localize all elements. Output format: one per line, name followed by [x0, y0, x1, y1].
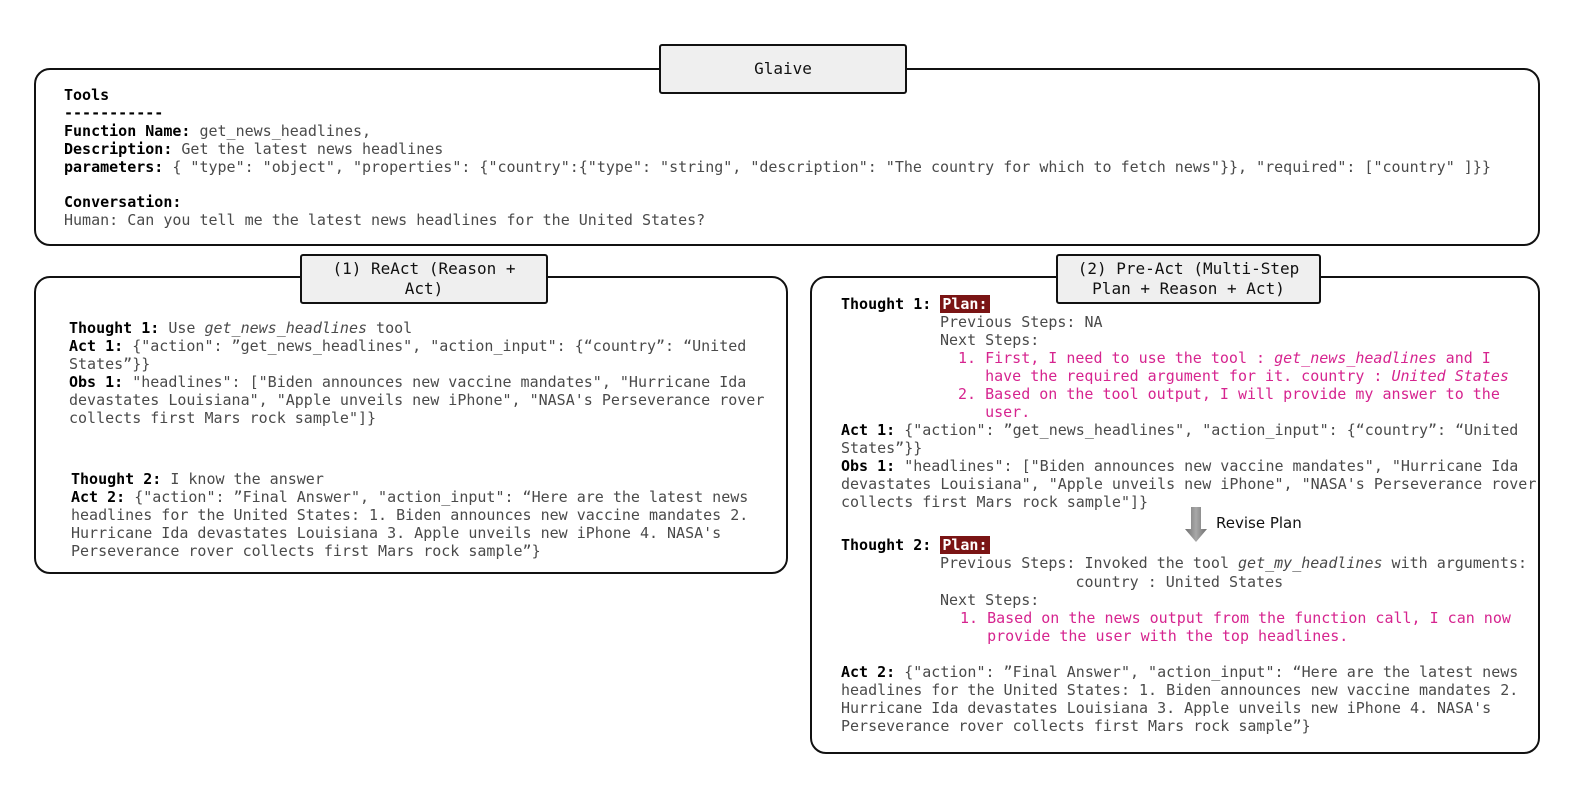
react-thought2: Thought 2: I know the answer — [71, 470, 324, 488]
preact-obs1-line3: collects first Mars rock sample"]} — [841, 493, 1149, 511]
preact-prev-steps-2: Previous Steps: Invoked the tool get_my_… — [940, 554, 1527, 572]
glaive-title: Glaive — [659, 44, 907, 94]
react-act1: Act 1: {"action": ”get_news_headlines", … — [69, 337, 746, 355]
react-obs1: Obs 1: "headlines": ["Biden announces ne… — [69, 373, 746, 391]
parameters-line: parameters: { "type": "object", "propert… — [64, 158, 1491, 176]
react-act1-line2: States”}} — [69, 355, 151, 373]
down-arrow-icon — [1185, 507, 1207, 542]
react-thought1: Thought 1: Use get_news_headlines tool — [69, 319, 412, 337]
parameters-value: { "type": "object", "properties": {"coun… — [163, 158, 1491, 176]
react-act2-label: Act 2: — [71, 488, 126, 506]
preact-step1-country: United States — [1391, 367, 1509, 385]
react-panel — [34, 276, 788, 574]
preact-step2-line1: 2. Based on the tool output, I will prov… — [958, 385, 1500, 403]
react-act2-line3: Hurricane Ida devastates Louisiana 3. Ap… — [71, 524, 722, 542]
react-act2-line2: headlines for the United States: 1. Bide… — [71, 506, 749, 524]
preact-step21-line1: 1. Based on the news output from the fun… — [960, 609, 1511, 627]
preact-act2-line1: {"action": ”Final Answer", "action_input… — [895, 663, 1519, 681]
description-label: Description: — [64, 140, 173, 158]
preact-act1-line1: {"action": ”get_news_headlines", "action… — [895, 421, 1519, 439]
preact-next-steps-1: Next Steps: — [940, 331, 1040, 349]
preact-step21-line2: provide the user with the top headlines. — [960, 627, 1349, 645]
description-line: Description: Get the latest news headlin… — [64, 140, 443, 158]
human-message: Human: Can you tell me the latest news h… — [64, 211, 706, 229]
react-act2: Act 2: {"action": ”Final Answer", "actio… — [71, 488, 748, 506]
preact-thought2-label: Thought 2: — [841, 536, 932, 554]
preact-act1-label: Act 1: — [841, 421, 896, 439]
tools-divider: ----------- — [64, 104, 164, 122]
plan-badge: Plan: — [940, 295, 990, 313]
plan-badge-2: Plan: — [940, 536, 990, 554]
preact-next-steps-2: Next Steps: — [940, 591, 1040, 609]
react-act2-line4: Perseverance rover collects first Mars r… — [71, 542, 541, 560]
react-thought2-value: I know the answer — [161, 470, 324, 488]
preact-thought1: Thought 1: Plan: — [841, 295, 990, 313]
react-thought1-pre: Use — [159, 319, 205, 337]
preact-act2-line2: headlines for the United States: 1. Bide… — [841, 681, 1519, 699]
function-name-line: Function Name: get_news_headlines, — [64, 122, 371, 140]
preact-act1-line2: States”}} — [841, 439, 923, 457]
react-thought1-tool: get_news_headlines — [204, 319, 368, 337]
preact-obs1-line1: "headlines": ["Biden announces new vacci… — [895, 457, 1519, 475]
react-act2-line1: {"action": ”Final Answer", "action_input… — [125, 488, 749, 506]
function-name-value: get_news_headlines, — [190, 122, 372, 140]
function-name-label: Function Name: — [64, 122, 191, 140]
preact-act1: Act 1: {"action": ”get_news_headlines", … — [841, 421, 1518, 439]
parameters-label: parameters: — [64, 158, 164, 176]
preact-title: (2) Pre-Act (Multi-Step Plan + Reason + … — [1056, 254, 1321, 304]
preact-obs1-label: Obs 1: — [841, 457, 896, 475]
react-title-text: (1) ReAct (Reason + Act) — [332, 259, 516, 298]
preact-prev2-pre: Previous Steps: Invoked the tool — [940, 554, 1239, 572]
preact-prev2-post: with arguments: — [1382, 554, 1528, 572]
react-obs1-label: Obs 1: — [69, 373, 124, 391]
tools-label: Tools — [64, 86, 110, 104]
preact-step1-post: and I — [1436, 349, 1491, 367]
preact-thought2: Thought 2: Plan: — [841, 536, 990, 554]
preact-panel — [810, 276, 1540, 754]
react-obs1-line1: "headlines": ["Biden announces new vacci… — [123, 373, 747, 391]
glaive-panel — [34, 68, 1540, 246]
preact-step1-pre: 1. First, I need to use the tool : — [958, 349, 1275, 367]
preact-prev-steps-1: Previous Steps: NA — [940, 313, 1103, 331]
preact-step2-line2: user. — [958, 403, 1031, 421]
preact-obs1-line2: devastates Louisiana", "Apple unveils ne… — [841, 475, 1537, 493]
react-thought2-label: Thought 2: — [71, 470, 162, 488]
react-title: (1) ReAct (Reason + Act) — [300, 254, 548, 304]
preact-prev2-tool: get_my_headlines — [1238, 554, 1383, 572]
react-thought1-post: tool — [367, 319, 413, 337]
description-value: Get the latest news headlines — [172, 140, 444, 158]
preact-act2-label: Act 2: — [841, 663, 896, 681]
preact-title-text: (2) Pre-Act (Multi-Step Plan + Reason + … — [1077, 259, 1300, 298]
react-obs1-line3: collects first Mars rock sample"]} — [69, 409, 377, 427]
preact-prev-steps-2-line2: country : United States — [940, 573, 1284, 591]
react-act1-line1: {"action": ”get_news_headlines", "action… — [123, 337, 747, 355]
preact-step1-line2-pre: have the required argument for it. count… — [958, 367, 1392, 385]
preact-act2: Act 2: {"action": ”Final Answer", "actio… — [841, 663, 1518, 681]
preact-step1-tool: get_news_headlines — [1274, 349, 1437, 367]
preact-step1-line2: have the required argument for it. count… — [958, 367, 1509, 385]
revise-plan-label: Revise Plan — [1216, 514, 1302, 532]
preact-obs1: Obs 1: "headlines": ["Biden announces ne… — [841, 457, 1518, 475]
conversation-label: Conversation: — [64, 193, 182, 211]
preact-step1-line1: 1. First, I need to use the tool : get_n… — [958, 349, 1491, 367]
preact-act2-line3: Hurricane Ida devastates Louisiana 3. Ap… — [841, 699, 1492, 717]
preact-act2-line4: Perseverance rover collects first Mars r… — [841, 717, 1311, 735]
react-thought1-label: Thought 1: — [69, 319, 160, 337]
preact-thought1-label: Thought 1: — [841, 295, 932, 313]
react-act1-label: Act 1: — [69, 337, 124, 355]
react-obs1-line2: devastates Louisiana", "Apple unveils ne… — [69, 391, 765, 409]
